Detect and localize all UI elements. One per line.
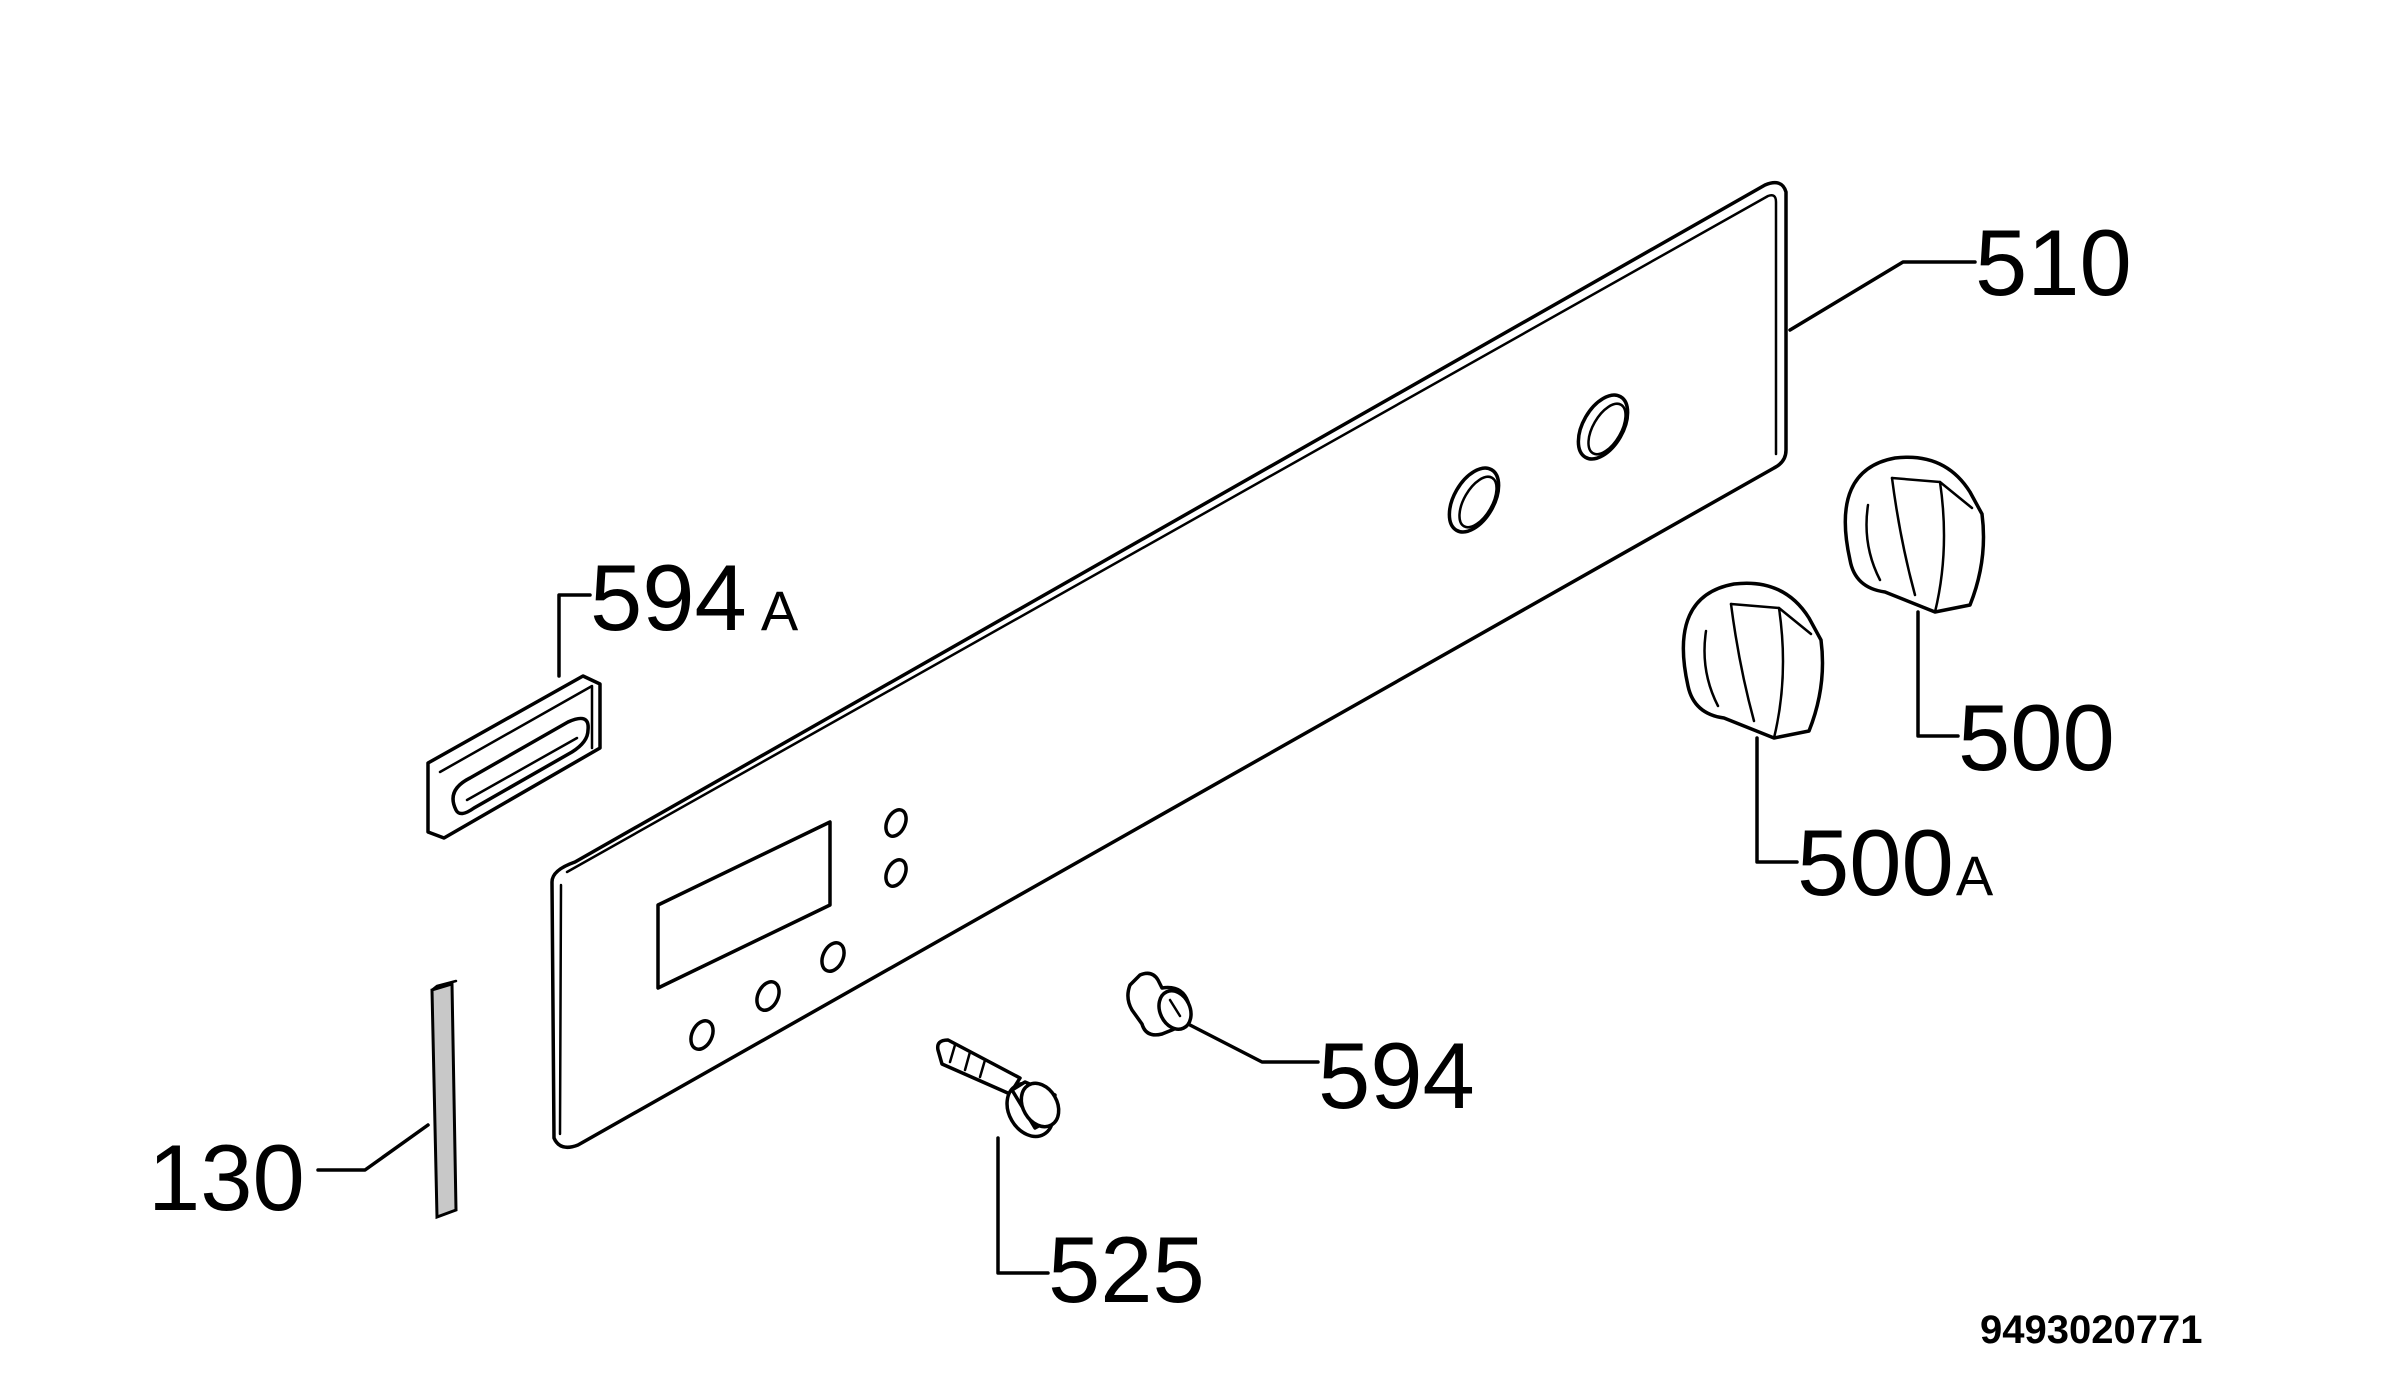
knob-500 bbox=[1843, 455, 1986, 738]
label-500a-suffix: A bbox=[1956, 844, 1994, 907]
display-window bbox=[656, 820, 832, 990]
button-hole bbox=[755, 980, 781, 1012]
screw-525 bbox=[935, 1038, 1061, 1275]
strip-130 bbox=[316, 979, 458, 1220]
label-525: 525 bbox=[1048, 1217, 1205, 1322]
button-hole bbox=[820, 941, 846, 973]
label-594a-suffix: A bbox=[761, 579, 799, 642]
knob-hole bbox=[1576, 393, 1630, 461]
control-panel-510 bbox=[550, 180, 1977, 1150]
button-hole bbox=[884, 858, 908, 888]
label-594a-number: 594 bbox=[590, 545, 747, 650]
label-130: 130 bbox=[148, 1125, 305, 1230]
button-hole bbox=[884, 808, 908, 838]
button-hole bbox=[689, 1019, 715, 1051]
label-500: 500 bbox=[1958, 685, 2115, 790]
label-510: 510 bbox=[1975, 210, 2132, 315]
knob-500a bbox=[1681, 581, 1825, 864]
drawing-code: 9493020771 bbox=[1980, 1308, 2202, 1352]
bracket-594a bbox=[426, 593, 602, 840]
knob-hole bbox=[1447, 466, 1501, 534]
spacer-594 bbox=[1126, 971, 1320, 1064]
label-594: 594 bbox=[1318, 1023, 1475, 1128]
label-500a: 500A bbox=[1797, 810, 1994, 915]
label-500a-number: 500 bbox=[1797, 810, 1954, 915]
